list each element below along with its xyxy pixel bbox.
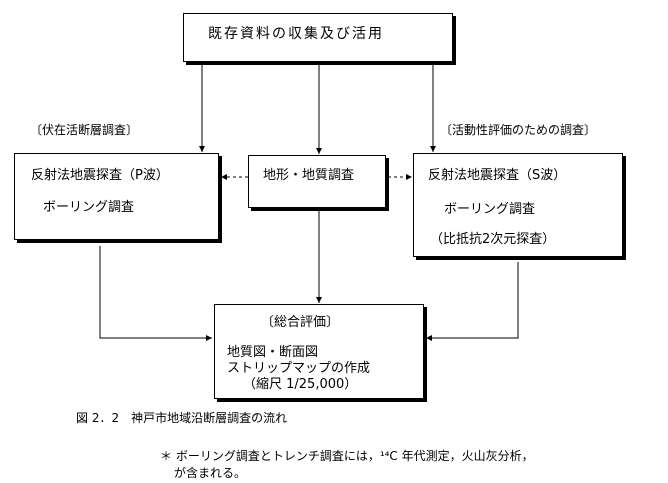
geologic-map-text: 地質図・断面図 <box>227 345 319 360</box>
activity-evaluation-survey-label: 〔活動性評価のための調査〕 <box>440 123 597 137</box>
source-data-title: 既存資料の収集及び活用 <box>208 26 384 42</box>
geology-survey-box: 地形・地質調査 <box>248 155 386 208</box>
footnote-line-1: ＊ ボーリング調査とトレンチ調査には，¹⁴C 年代測定，火山灰分析， <box>160 449 534 463</box>
arrow-right-to-bottom <box>426 262 519 341</box>
geology-survey-title: 地形・地質調査 <box>263 168 355 183</box>
s-wave-survey-box: 反射法地震探査（S波） ボーリング調査 （比抵抗2次元探査） <box>413 153 623 257</box>
source-data-box: 既存資料の収集及び活用 <box>183 13 453 62</box>
footnote-line-2: が含まれる。 <box>174 466 247 480</box>
arrow-left-to-bottom <box>99 246 212 341</box>
scale-text: （縮尺 1/25,000） <box>243 377 358 392</box>
s-wave-survey-text: 反射法地震探査（S波） <box>428 168 567 183</box>
boring-survey-text: ボーリング調査 <box>43 200 135 215</box>
boring-survey-text-right: ボーリング調査 <box>444 202 536 217</box>
p-wave-survey-box: 反射法地震探査（P波） ボーリング調査 <box>14 153 219 240</box>
resistivity-survey-text: （比抵抗2次元探査） <box>430 232 556 247</box>
comprehensive-evaluation-heading: 〔総合評価〕 <box>261 315 340 330</box>
p-wave-survey-text: 反射法地震探査（P波） <box>31 168 169 183</box>
comprehensive-evaluation-box: 〔総合評価〕 地質図・断面図 ストリップマップの作成 （縮尺 1/25,000） <box>214 304 424 399</box>
figure-caption: 図 2．2 神戸市地域沿断層調査の流れ <box>76 411 288 425</box>
strip-map-text: ストリップマップの作成 <box>227 361 371 376</box>
buried-fault-survey-label: 〔伏在活断層調査〕 <box>30 123 139 137</box>
